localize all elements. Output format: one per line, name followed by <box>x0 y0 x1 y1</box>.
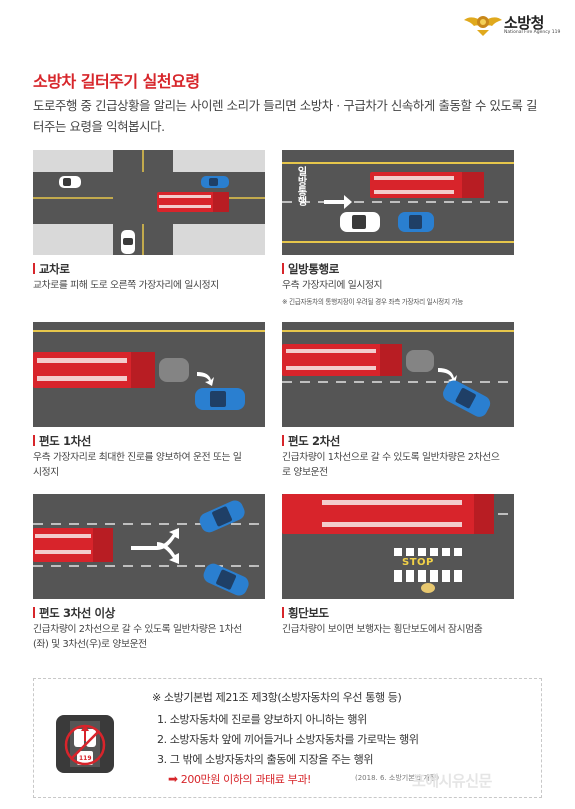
section-desc-intersection: 교차로를 피해 도로 오른쪽 가장자리에 일시정지 <box>33 280 219 291</box>
section-title-text: 교차로 <box>39 262 70 276</box>
fire-agency-emblem-icon <box>464 16 502 36</box>
section-desc-one-lane: 우측 가장자리로 최대한 진로를 양보하여 운전 또는 일시정지 <box>33 452 242 478</box>
crosswalk-illustration <box>282 494 514 599</box>
one-way-illustration <box>282 150 514 255</box>
intersection-illustration <box>33 150 265 255</box>
intro-text: 도로주행 중 긴급상황을 알리는 사이렌 소리가 들리면 소방차 · 구급차가 … <box>33 98 538 134</box>
section-desc-crosswalk: 긴급차량이 보이면 보행자는 횡단보도에서 잠시멈춤 <box>282 624 483 635</box>
fine-source: (2018. 6. 소방기본법 개정) <box>355 774 439 782</box>
section-title-two-lanes: 편도 2차선 <box>282 433 340 449</box>
section-title-intersection: 교차로 <box>33 261 70 277</box>
law-item-2: 2. 소방자동차 앞에 끼어들거나 소방자동차를 가로막는 행위 <box>157 733 419 746</box>
fine-notice: ➡ 200만원 이하의 과태료 부과! <box>168 771 311 787</box>
law-item-1: 1. 소방자동차에 진로를 양보하지 아니하는 행위 <box>157 713 367 726</box>
section-title-three-lanes: 편도 3차선 이상 <box>33 605 115 621</box>
section-title-text: 편도 1차선 <box>39 434 91 448</box>
logo-title: 소방청 <box>504 14 544 32</box>
fine-text: 200만원 이하의 과태료 부과! <box>180 773 312 786</box>
two-lanes-illustration <box>282 322 514 427</box>
section-desc-one-way: 우측 가장자리에 일시정지 <box>282 280 383 291</box>
section-title-text: 횡단보도 <box>288 606 329 620</box>
section-title-one-way: 일방통행로 <box>282 261 339 277</box>
section-desc-three-lanes: 긴급차량이 2차선으로 갈 수 있도록 일반차량은 1차선(좌) 및 3차선(우… <box>33 624 242 650</box>
section-title-text: 편도 3차선 이상 <box>39 606 115 620</box>
section-title-text: 편도 2차선 <box>288 434 340 448</box>
panel-two-lanes <box>282 322 514 427</box>
page-title: 소방차 길터주기 실천요령 <box>33 72 200 91</box>
section-title-one-lane: 편도 1차선 <box>33 433 91 449</box>
fire-agency-logo: 소방청 National Fire Agency 119 <box>462 10 570 40</box>
arrow-right-icon: ➡ <box>168 772 178 786</box>
law-icon-label: 119 <box>79 755 92 762</box>
panel-crosswalk: STOP <box>282 494 514 599</box>
road-marking-one-way: 일방통행 <box>295 166 306 206</box>
panel-one-lane <box>33 322 265 427</box>
law-title: ※ 소방기본법 제21조 제3항(소방자동차의 우선 통행 등) <box>152 691 402 704</box>
panel-intersection <box>33 150 265 255</box>
section-title-text: 일방통행로 <box>288 262 339 276</box>
road-marking-stop: STOP <box>402 557 434 568</box>
one-lane-illustration <box>33 322 265 427</box>
section-desc-two-lanes: 긴급차량이 1차선으로 갈 수 있도록 일반차량은 2차선으로 양보운전 <box>282 452 500 478</box>
watermark: 포에시유신문 <box>412 772 492 790</box>
panel-three-lanes <box>33 494 265 599</box>
law-notice-box <box>33 678 542 798</box>
law-item-3: 3. 그 밖에 소방자동차의 출동에 지장을 주는 행위 <box>157 753 374 766</box>
three-lanes-illustration <box>33 494 265 599</box>
logo-subtitle: National Fire Agency 119 <box>504 30 561 35</box>
section-note-one-way: ※ 긴급자동차의 통행지장이 우려될 경우 좌측 가장자리 일시정지 가능 <box>282 298 464 306</box>
section-title-crosswalk: 횡단보도 <box>282 605 329 621</box>
no-blocking-firetruck-icon: 119 <box>56 715 114 773</box>
panel-one-way: 일방통행 <box>282 150 514 255</box>
